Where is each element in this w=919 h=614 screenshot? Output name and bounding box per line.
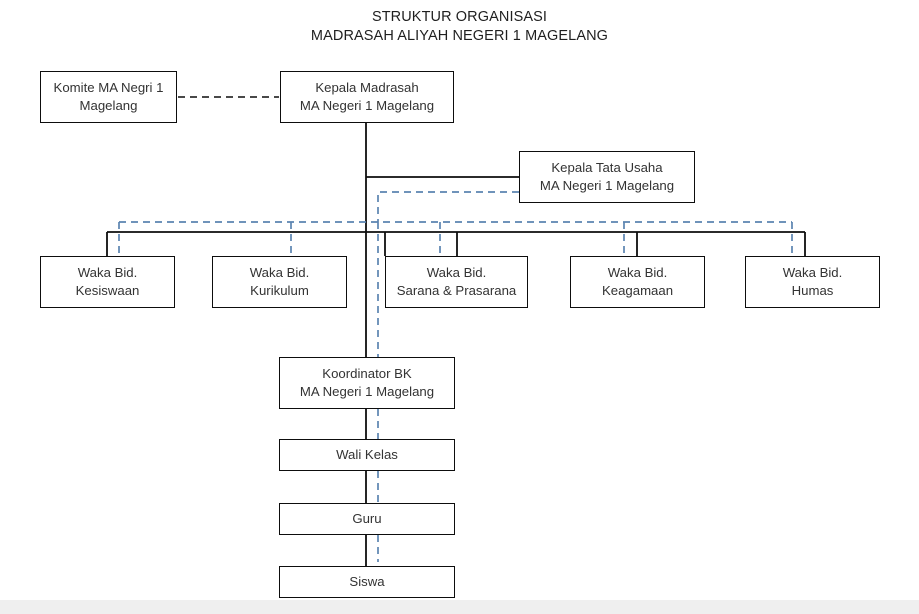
node-kepala-tata-usaha[interactable]: Kepala Tata Usaha MA Negeri 1 Magelang bbox=[519, 151, 695, 203]
node-siswa-label: Siswa bbox=[349, 574, 385, 589]
node-koordinator-bk-line-1: Koordinator BK bbox=[322, 366, 412, 381]
node-waka-humas-line-2: Humas bbox=[791, 283, 834, 298]
node-guru-label: Guru bbox=[352, 511, 382, 526]
chart-title-line-1: STRUKTUR ORGANISASI bbox=[371, 9, 548, 25]
node-waka-keagamaan[interactable]: Waka Bid. Keagamaan bbox=[570, 256, 705, 308]
node-waka-humas-line-1: Waka Bid. bbox=[782, 265, 843, 280]
node-waka-kesiswaan-line-2: Kesiswaan bbox=[75, 283, 140, 298]
node-waka-sarana-prasarana-line-1: Waka Bid. bbox=[426, 265, 487, 280]
node-waka-sarana-prasarana[interactable]: Waka Bid. Sarana & Prasarana bbox=[385, 256, 528, 308]
edge-tatausaha-bus-link bbox=[377, 191, 519, 222]
node-wali-kelas-label: Wali Kelas bbox=[336, 447, 398, 462]
node-guru[interactable]: Guru bbox=[279, 503, 455, 535]
node-waka-keagamaan-line-1: Waka Bid. bbox=[607, 265, 668, 280]
chart-title-line-2: MADRASAH ALIYAH NEGERI 1 MAGELANG bbox=[310, 28, 609, 44]
node-komite-line-2: Magelang bbox=[79, 98, 138, 113]
node-wali-kelas[interactable]: Wali Kelas bbox=[279, 439, 455, 471]
node-kepala-madrasah-line-1: Kepala Madrasah bbox=[315, 80, 419, 95]
node-kepala-madrasah[interactable]: Kepala Madrasah MA Negeri 1 Magelang bbox=[280, 71, 454, 123]
node-kepala-madrasah-line-2: MA Negeri 1 Magelang bbox=[299, 98, 435, 113]
footer-strip bbox=[0, 600, 919, 614]
node-siswa[interactable]: Siswa bbox=[279, 566, 455, 598]
node-komite-line-1: Komite MA Negri 1 bbox=[53, 80, 164, 95]
node-waka-kurikulum[interactable]: Waka Bid. Kurikulum bbox=[212, 256, 347, 308]
node-koordinator-bk[interactable]: Koordinator BK MA Negeri 1 Magelang bbox=[279, 357, 455, 409]
chart-title: STRUKTUR ORGANISASI MADRASAH ALIYAH NEGE… bbox=[0, 8, 919, 46]
node-waka-humas[interactable]: Waka Bid. Humas bbox=[745, 256, 880, 308]
node-waka-sarana-prasarana-line-2: Sarana & Prasarana bbox=[396, 283, 517, 298]
node-waka-keagamaan-line-2: Keagamaan bbox=[601, 283, 674, 298]
node-koordinator-bk-line-2: MA Negeri 1 Magelang bbox=[299, 384, 435, 399]
node-kepala-tata-usaha-line-2: MA Negeri 1 Magelang bbox=[539, 178, 675, 193]
node-waka-kesiswaan-line-1: Waka Bid. bbox=[77, 265, 138, 280]
node-waka-kurikulum-line-1: Waka Bid. bbox=[249, 265, 310, 280]
node-waka-kesiswaan[interactable]: Waka Bid. Kesiswaan bbox=[40, 256, 175, 308]
node-waka-kurikulum-line-2: Kurikulum bbox=[250, 283, 309, 298]
node-kepala-tata-usaha-line-1: Kepala Tata Usaha bbox=[551, 160, 663, 175]
node-komite[interactable]: Komite MA Negri 1 Magelang bbox=[40, 71, 177, 123]
